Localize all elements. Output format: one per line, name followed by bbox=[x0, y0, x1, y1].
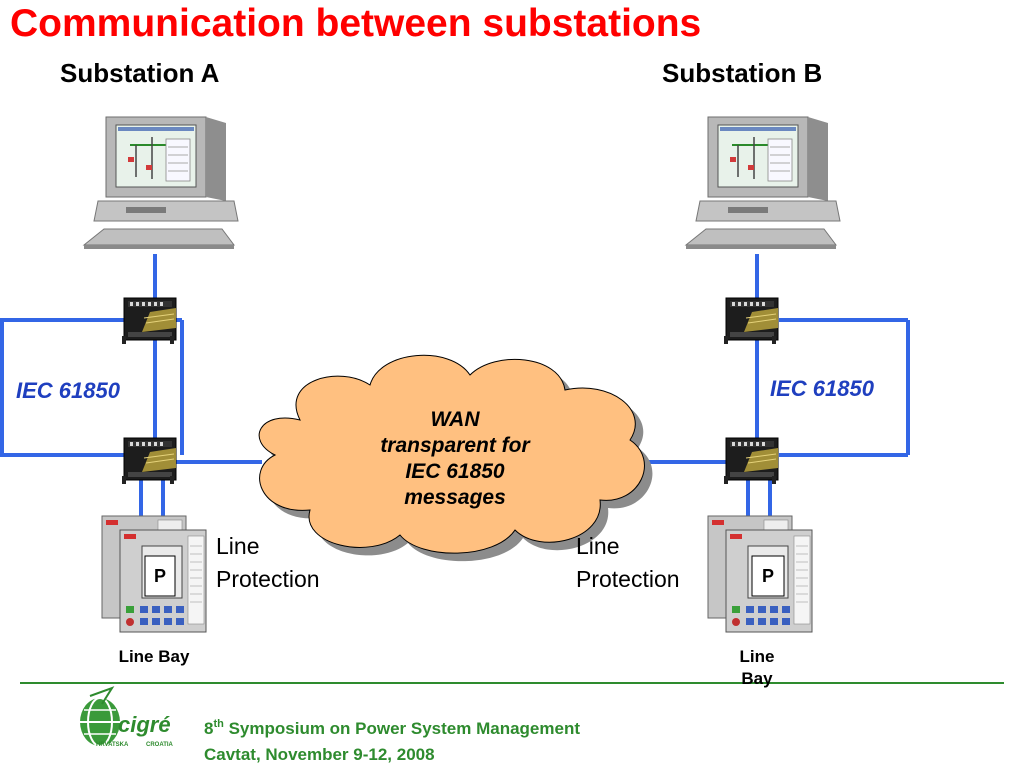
line-protection-a-label: Line Protection bbox=[216, 530, 320, 596]
line-bay-b-line2: Bay bbox=[741, 669, 773, 688]
line-protection-b-line2: Protection bbox=[576, 566, 680, 592]
wan-cloud bbox=[258, 354, 645, 554]
cigre-logo-icon bbox=[80, 686, 120, 747]
wan-line-3: IEC 61850 bbox=[405, 460, 505, 483]
footer-line-1-rest: Symposium on Power System Management bbox=[223, 719, 581, 738]
iec-label-b: IEC 61850 bbox=[770, 376, 874, 401]
cigre-logo-left: HRVATSKA bbox=[96, 742, 129, 748]
line-bay-b-line1: Line bbox=[739, 647, 775, 666]
footer-line-2: Cavtat, November 9-12, 2008 bbox=[204, 745, 435, 764]
relay-a-p-box bbox=[144, 555, 176, 597]
iec-label-a: IEC 61850 bbox=[16, 378, 120, 403]
switch-a-top-icon bbox=[121, 297, 177, 345]
cigre-logo-right: CROATIA bbox=[146, 742, 174, 748]
line-protection-b-line1: Line bbox=[576, 533, 620, 559]
relay-b-letter: P bbox=[762, 566, 774, 586]
switch-b-top-icon bbox=[723, 297, 779, 345]
footer-line-1: 8th Symposium on Power System Management bbox=[204, 711, 580, 742]
computer-a-icon bbox=[83, 116, 239, 250]
line-bay-b-label: Line Bay bbox=[722, 646, 792, 690]
switch-b-bottom-icon bbox=[723, 437, 779, 485]
line-bay-a-label: Line Bay bbox=[118, 647, 190, 666]
relay-b-p-box bbox=[751, 555, 785, 597]
network-links bbox=[0, 254, 910, 530]
wan-line-4: messages bbox=[404, 486, 506, 509]
wan-cloud-text: WAN transparent for IEC 61850 messages bbox=[355, 407, 555, 511]
relay-a-letter: P bbox=[154, 566, 166, 586]
wan-line-1: WAN bbox=[430, 408, 480, 431]
page-title: Communication between substations bbox=[10, 2, 702, 45]
computer-b-icon bbox=[685, 116, 841, 250]
substation-a-label: Substation A bbox=[60, 58, 220, 88]
switch-a-bottom-icon bbox=[121, 437, 177, 485]
wan-line-2: transparent for bbox=[380, 434, 530, 457]
substation-b-label: Substation B bbox=[662, 58, 823, 88]
footer-ordinal: 8 bbox=[204, 719, 214, 738]
footer-text: 8th Symposium on Power System Management… bbox=[204, 711, 580, 768]
line-protection-a-line1: Line bbox=[216, 533, 260, 559]
footer-ordinal-suffix: th bbox=[213, 718, 224, 730]
line-protection-a-line2: Protection bbox=[216, 566, 320, 592]
line-protection-b-label: Line Protection bbox=[576, 530, 680, 596]
cigre-logo-text: cigré bbox=[118, 712, 171, 737]
